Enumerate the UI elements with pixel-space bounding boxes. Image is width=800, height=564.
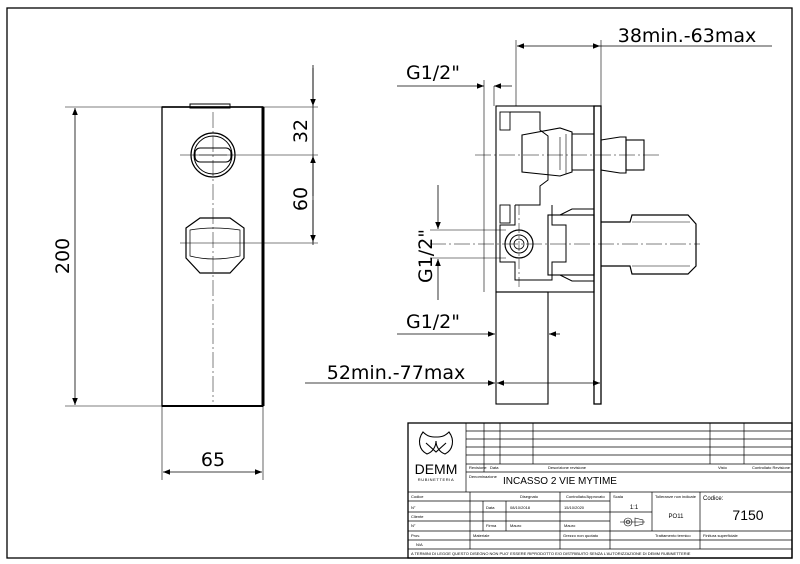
dimension-knob-offsets: 32 60	[290, 65, 316, 245]
thread-top-callout: G1/2"	[397, 62, 512, 106]
approved-date: 15/10/2020	[564, 505, 585, 510]
revision-description-header: Descrizione revisione	[548, 465, 587, 470]
row-date-label: Data	[486, 505, 495, 510]
revision-date-header: Data	[490, 465, 499, 470]
tolerance-value: PO11	[669, 514, 685, 520]
product-name: INCASSO 2 VIE MYTIME	[503, 476, 617, 487]
wall-plate	[593, 105, 602, 405]
lever-handle	[185, 217, 245, 274]
thread-bottom-label: G1/2"	[406, 311, 460, 333]
controlled-header: Controllato Revisione	[752, 465, 791, 470]
dimension-height-label: 200	[52, 238, 74, 274]
treatment-label: Trattamento termico	[655, 533, 691, 538]
thread-top-label: G1/2"	[406, 62, 460, 84]
dimension-center-distance-label: 60	[290, 187, 312, 211]
title-block	[407, 422, 793, 559]
surface-label: Finitura superficiale	[703, 533, 738, 538]
n-label-2: N°	[411, 523, 416, 528]
material-label: Materiale	[473, 533, 490, 538]
side-view	[430, 40, 700, 405]
projection-symbol-icon	[620, 517, 645, 527]
front-view	[65, 103, 318, 480]
dimension-depth-lower: 52min.-77max	[305, 362, 600, 386]
checked-header: Controllato/Approvato	[566, 494, 605, 499]
dimension-width-label: 65	[201, 449, 225, 471]
dimension-depth-lower-label: 52min.-77max	[327, 362, 465, 384]
thread-middle-callout: G1/2"	[415, 185, 506, 300]
na-value: N/A	[416, 542, 423, 547]
cover-plate	[161, 106, 264, 407]
revision-header: Revisione	[469, 465, 487, 470]
brand-name: DEMM	[415, 461, 458, 477]
scale-label: Scala	[613, 494, 624, 499]
codice-label: Codice	[411, 494, 424, 499]
signature-label: Firma	[486, 523, 497, 528]
drawn-date: 08/10/2018	[510, 505, 531, 510]
dimension-width: 65	[163, 449, 262, 475]
demm-logo	[418, 431, 454, 455]
drawing-frame	[6, 7, 793, 559]
brand-subtitle: RUBINETTERIA	[418, 477, 455, 482]
tolerance-label: Tolleranze non indicate	[655, 494, 697, 499]
visto-header: Visto	[718, 465, 728, 470]
dimension-height: 200	[52, 108, 78, 405]
weight-label: Grezzo non quotato	[563, 533, 599, 538]
cliente-label: Cliente	[411, 514, 424, 519]
thread-bottom-callout: G1/2"	[397, 311, 560, 337]
drawn-header: Disegnato	[520, 494, 539, 499]
dimension-depth-upper-label: 38min.-63max	[618, 25, 756, 47]
legal-notice: A TERMINI DI LEGGE QUESTO DISEGNO NON PU…	[411, 551, 691, 556]
dimension-top-offset-label: 32	[290, 119, 312, 143]
drawn-by: Mauro	[510, 523, 522, 528]
dimension-depth-upper: 38min.-63max	[517, 25, 772, 49]
code-value: 7150	[732, 507, 763, 523]
denomination-label: Denominazione	[469, 474, 498, 479]
code-label: Codice:	[703, 496, 724, 502]
approved-by: Mauro	[564, 523, 576, 528]
prov-label: Prov.	[411, 533, 420, 538]
thread-middle-label: G1/2"	[415, 229, 437, 283]
n-label: N°	[411, 505, 416, 510]
scale-value: 1:1	[630, 505, 639, 511]
